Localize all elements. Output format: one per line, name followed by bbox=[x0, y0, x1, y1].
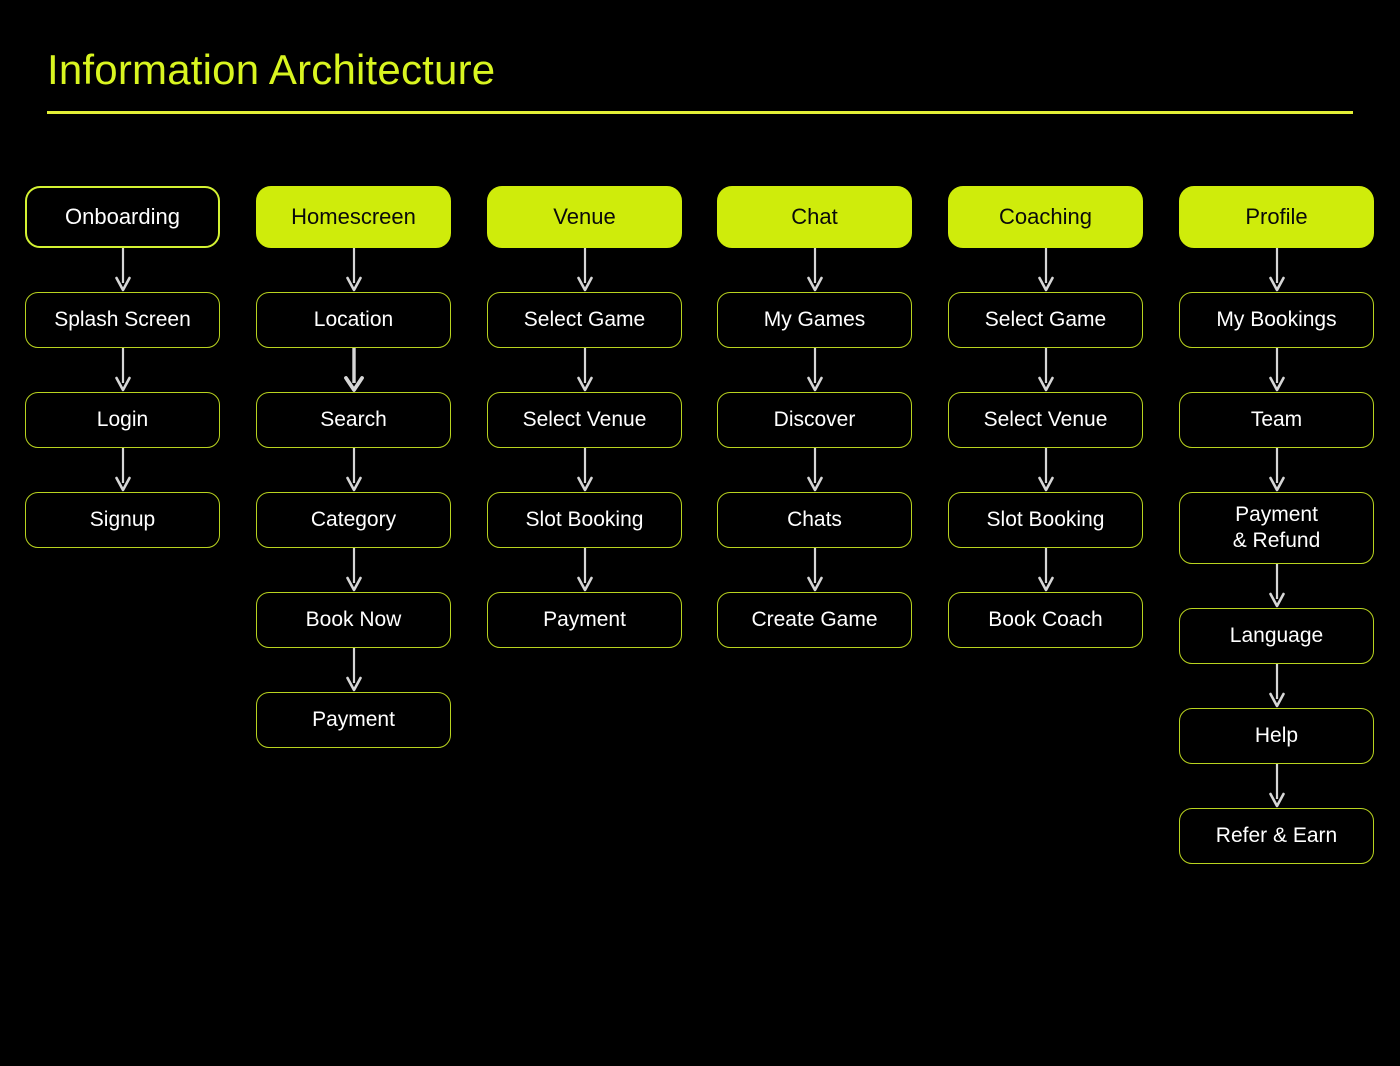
flow-arrow-icon bbox=[806, 248, 823, 292]
flow-arrow-icon bbox=[1037, 248, 1054, 292]
flow-node[interactable]: Slot Booking bbox=[948, 492, 1143, 548]
flow-arrow-icon bbox=[1037, 348, 1054, 392]
flow-node[interactable]: Payment bbox=[487, 592, 682, 648]
flow-node[interactable]: Slot Booking bbox=[487, 492, 682, 548]
flow-node[interactable]: Login bbox=[25, 392, 220, 448]
flow-arrow-icon bbox=[114, 448, 131, 492]
flow-node[interactable]: Team bbox=[1179, 392, 1374, 448]
flow-node[interactable]: Select Game bbox=[487, 292, 682, 348]
flow-arrow-icon bbox=[1037, 548, 1054, 592]
flow-arrow-icon bbox=[806, 548, 823, 592]
flow-node[interactable]: Discover bbox=[717, 392, 912, 448]
flow-arrow-icon bbox=[1268, 664, 1285, 708]
flow-arrow-icon bbox=[1268, 764, 1285, 808]
flow-node[interactable]: Book Coach bbox=[948, 592, 1143, 648]
column-header-coaching[interactable]: Coaching bbox=[948, 186, 1143, 248]
column-header-onboarding[interactable]: Onboarding bbox=[25, 186, 220, 248]
flow-node[interactable]: Search bbox=[256, 392, 451, 448]
flow-node[interactable]: Select Venue bbox=[948, 392, 1143, 448]
column-header-profile[interactable]: Profile bbox=[1179, 186, 1374, 248]
flow-arrow-icon bbox=[576, 248, 593, 292]
flow-node[interactable]: Help bbox=[1179, 708, 1374, 764]
flow-arrow-icon bbox=[345, 648, 362, 692]
flow-arrow-icon bbox=[114, 248, 131, 292]
flow-arrow-icon bbox=[576, 348, 593, 392]
flow-arrow-icon bbox=[345, 448, 362, 492]
flow-arrow-icon bbox=[114, 348, 131, 392]
flow-node[interactable]: Category bbox=[256, 492, 451, 548]
title-underline-rule bbox=[47, 111, 1353, 114]
page-title: Information Architecture bbox=[47, 46, 496, 93]
flow-arrow-icon bbox=[1268, 448, 1285, 492]
flow-node[interactable]: Book Now bbox=[256, 592, 451, 648]
flow-arrow-icon bbox=[345, 248, 362, 292]
flow-arrow-icon bbox=[806, 348, 823, 392]
flow-node[interactable]: Refer & Earn bbox=[1179, 808, 1374, 864]
flow-arrow-icon bbox=[345, 548, 362, 592]
flow-arrow-icon bbox=[1268, 348, 1285, 392]
flow-node[interactable]: Payment bbox=[256, 692, 451, 748]
flow-arrow-icon bbox=[1037, 448, 1054, 492]
flow-node[interactable]: Select Game bbox=[948, 292, 1143, 348]
flow-node[interactable]: My Games bbox=[717, 292, 912, 348]
flow-node[interactable]: Payment & Refund bbox=[1179, 492, 1374, 564]
flow-node[interactable]: Select Venue bbox=[487, 392, 682, 448]
flow-arrow-icon bbox=[1268, 248, 1285, 292]
column-header-homescreen[interactable]: Homescreen bbox=[256, 186, 451, 248]
flow-node[interactable]: Location bbox=[256, 292, 451, 348]
flow-arrow-icon bbox=[1268, 564, 1285, 608]
flow-arrow-icon bbox=[343, 348, 364, 392]
flow-node[interactable]: My Bookings bbox=[1179, 292, 1374, 348]
flow-node[interactable]: Language bbox=[1179, 608, 1374, 664]
flow-arrow-icon bbox=[576, 448, 593, 492]
flow-node[interactable]: Chats bbox=[717, 492, 912, 548]
column-header-venue[interactable]: Venue bbox=[487, 186, 682, 248]
flow-arrow-icon bbox=[576, 548, 593, 592]
flow-arrow-icon bbox=[806, 448, 823, 492]
flow-node[interactable]: Signup bbox=[25, 492, 220, 548]
flow-node[interactable]: Create Game bbox=[717, 592, 912, 648]
flow-node[interactable]: Splash Screen bbox=[25, 292, 220, 348]
column-header-chat[interactable]: Chat bbox=[717, 186, 912, 248]
